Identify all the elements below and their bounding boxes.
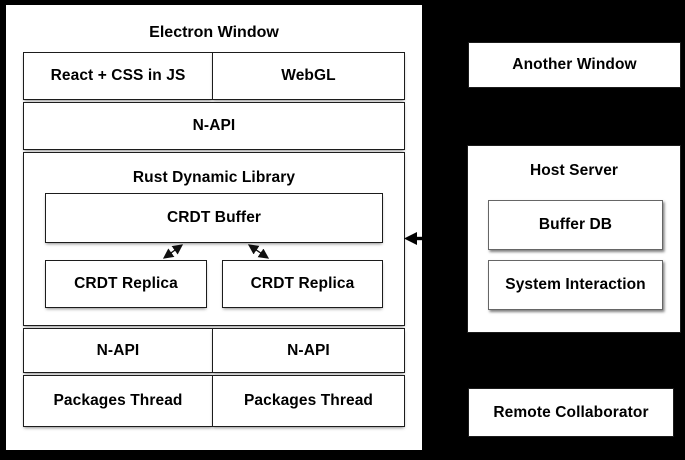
remote-collaborator-box: Remote Collaborator <box>468 388 674 437</box>
host-server-box: Host Server Buffer DB System Interaction <box>467 145 681 333</box>
napi-left-box: N-API <box>23 328 213 373</box>
webgl-box: WebGL <box>212 52 405 100</box>
crdt-replica-box-left: CRDT Replica <box>45 260 207 308</box>
packages-thread-left-box: Packages Thread <box>23 375 213 427</box>
electron-window-title: Electron Window <box>149 24 279 41</box>
packages-thread-right-box: Packages Thread <box>212 375 405 427</box>
host-server-title: Host Server <box>529 162 619 179</box>
rust-library-title: Rust Dynamic Library <box>132 169 296 186</box>
crdt-buffer-box: CRDT Buffer <box>45 193 383 243</box>
napi-right-box: N-API <box>212 328 405 373</box>
buffer-db-box: Buffer DB <box>488 200 663 250</box>
crdt-replica-box-right: CRDT Replica <box>222 260 383 308</box>
system-interaction-box: System Interaction <box>488 260 663 310</box>
another-window-box: Another Window <box>468 42 681 88</box>
react-css-box: React + CSS in JS <box>23 52 213 100</box>
incoming-arrow-icon <box>404 232 434 245</box>
napi-top-box: N-API <box>23 102 405 150</box>
rust-library-box: Rust Dynamic Library CRDT Buffer CRDT Re… <box>23 152 405 326</box>
